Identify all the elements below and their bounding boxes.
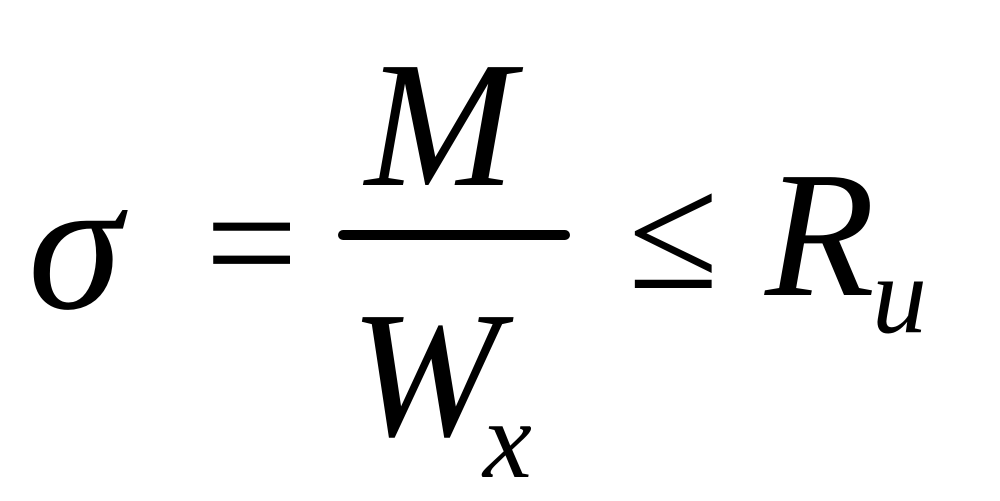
fraction-numerator: M (365, 25, 515, 224)
denominator-subscript: x (483, 379, 532, 501)
fraction-denominator: W (350, 275, 500, 474)
rhs-symbol: R (765, 135, 875, 334)
equals-sign: = (205, 151, 299, 334)
rhs-subscript: u (872, 234, 927, 356)
fraction-bar (338, 230, 570, 240)
less-or-equal-sign: ≤ (628, 141, 719, 324)
sigma-symbol: σ (28, 140, 122, 350)
